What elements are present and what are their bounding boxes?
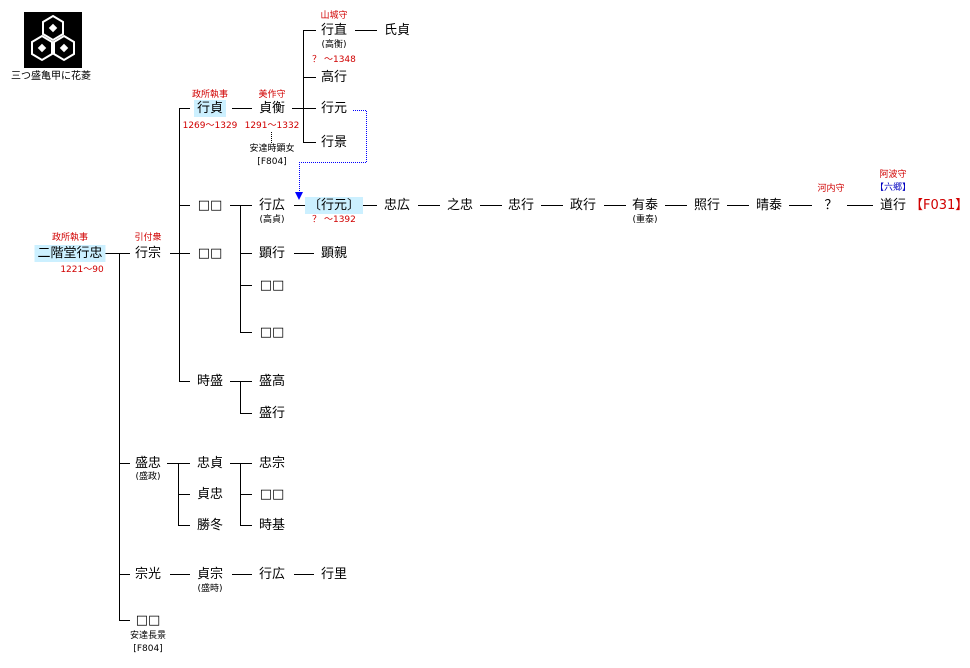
crest-caption: 三つ盛亀甲に花菱 <box>11 71 91 82</box>
person-moritada: 盛忠 <box>134 456 162 471</box>
person-sadatada: 貞忠 <box>196 487 224 502</box>
person-teruyuki: 照行 <box>693 198 721 213</box>
person-tokimoto: 時基 <box>258 518 286 533</box>
person-katsufuyu: 勝冬 <box>196 518 224 533</box>
michiyuki-title: 阿波守 <box>879 170 907 180</box>
yukinao-title: 山城守 <box>320 11 348 21</box>
sadahira-title: 美作守 <box>258 90 286 100</box>
yukisada-title: 政所執事 <box>191 90 229 100</box>
person-unknown-e: □□ <box>259 487 285 502</box>
unknown-q-title: 河内守 <box>817 184 845 194</box>
yukimoto-adopted-dates: ？ 〜1392 <box>312 215 356 225</box>
yukihiro-alias: (高貞) <box>259 215 285 225</box>
moritada-alias: (盛政) <box>135 472 161 482</box>
person-yukimoto: 行元 <box>320 101 348 116</box>
person-unknown-b: □□ <box>197 246 223 261</box>
person-masayuki: 政行 <box>569 198 597 213</box>
person-tadayuki: 忠行 <box>507 198 535 213</box>
person-yukikage: 行景 <box>320 135 348 150</box>
person-nikaido-yukitada: 二階堂行忠 <box>34 245 106 262</box>
person-yukitada-2: 之忠 <box>446 198 474 213</box>
person-michiyuki: 道行 <box>879 198 907 213</box>
sadahira-ref: [F804] <box>257 157 287 167</box>
person-haretai: 晴泰 <box>755 198 783 213</box>
michiyuki-ref: 【F031】 <box>910 198 969 213</box>
person-moritaka: 盛高 <box>258 374 286 389</box>
person-ujisada: 氏貞 <box>383 23 411 38</box>
mitsumori-kikkou-hanabishi-crest-icon <box>24 12 82 68</box>
person-yukimoto-adopted: 〔行元〕 <box>304 197 364 214</box>
person-yukihiro-2: 行広 <box>258 567 286 582</box>
aritai-alias: (重泰) <box>632 215 658 225</box>
person-tokimori: 時盛 <box>196 374 224 389</box>
person-yukisada: 行貞 <box>193 100 227 117</box>
person-aritai: 有泰 <box>631 198 659 213</box>
unknown-f-ref: [F804] <box>133 644 163 654</box>
yukinao-dates: ？ 〜1348 <box>312 55 356 65</box>
yukitada-dates: 1221〜90 <box>60 265 104 275</box>
yukisada-dates: 1269〜1329 <box>182 121 238 131</box>
person-takayuki: 高行 <box>320 70 348 85</box>
yukitada-title: 政所執事 <box>51 233 89 243</box>
person-munemitsu: 宗光 <box>134 567 162 582</box>
person-sadamune: 貞宗 <box>196 567 224 582</box>
person-unknown-f: □□ <box>135 613 161 628</box>
person-yukimune: 行宗 <box>134 246 162 261</box>
person-unknown-a: □□ <box>197 198 223 213</box>
person-yukinao: 行直 <box>320 23 348 38</box>
person-unknown-q: ？ <box>824 198 838 213</box>
sadamune-alias: (盛時) <box>197 584 223 594</box>
sadahira-dates: 1291〜1332 <box>244 121 300 131</box>
person-yukisato: 行里 <box>320 567 348 582</box>
person-sadahira: 貞衡 <box>258 101 286 116</box>
person-moriyuki: 盛行 <box>258 406 286 421</box>
person-unknown-d: □□ <box>259 325 285 340</box>
person-akichika: 顕親 <box>320 246 348 261</box>
person-unknown-c: □□ <box>259 278 285 293</box>
unknown-f-note: 安達長景 <box>129 631 167 641</box>
yukinao-alias: (高衡) <box>321 40 347 50</box>
michiyuki-note: 【六郷】 <box>874 183 912 193</box>
sadahira-wife: 安達時顕女 <box>249 144 295 154</box>
person-tadahiro: 忠広 <box>383 198 411 213</box>
person-yukihiro: 行広 <box>258 198 286 213</box>
person-tadasada: 忠貞 <box>196 456 224 471</box>
person-akiyuki: 顕行 <box>258 246 286 261</box>
yukimune-title: 引付衆 <box>134 233 162 243</box>
person-tadamune: 忠宗 <box>258 456 286 471</box>
